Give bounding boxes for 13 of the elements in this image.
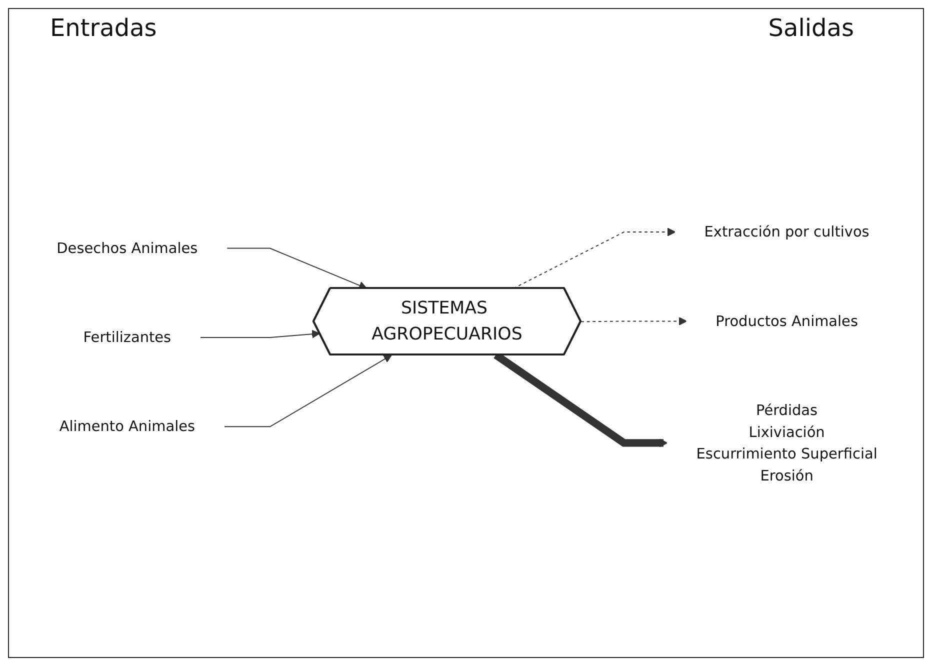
node-text: Fertilizantes <box>83 328 172 346</box>
node-text: Alimento Animales <box>59 418 196 436</box>
node-text: Pérdidas Lixiviación Escurrimiento Superficial Erosión <box>696 402 878 484</box>
node-text: Extracción por cultivos <box>704 223 870 241</box>
arrow <box>513 228 676 290</box>
arrow <box>223 354 392 428</box>
arrow <box>580 317 688 326</box>
node-text: Desechos Animales <box>56 240 198 257</box>
section-heading: Entradas <box>50 14 157 42</box>
arrow <box>200 330 320 339</box>
section-heading: Salidas <box>768 14 854 42</box>
arrow <box>226 248 368 290</box>
node-text: Productos Animales <box>716 312 858 330</box>
